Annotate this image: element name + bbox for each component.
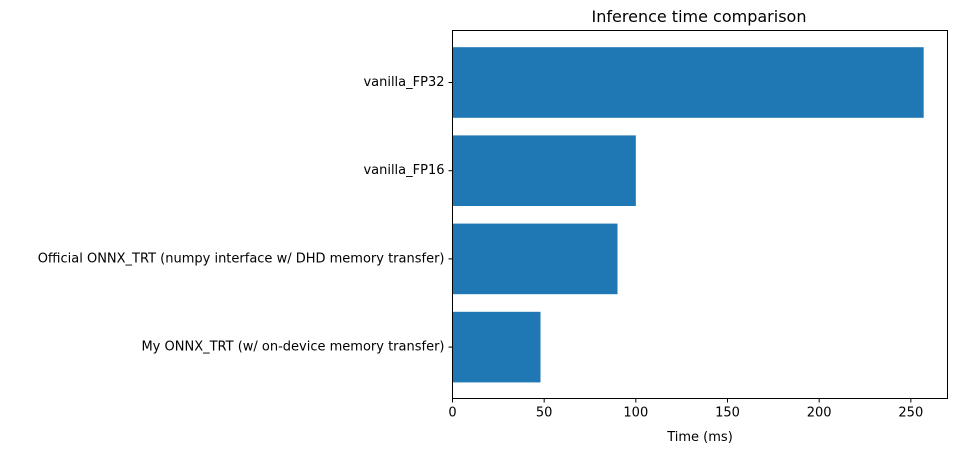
x-tick-label: 0 (448, 406, 456, 421)
plot-frame (452, 30, 948, 399)
bar-my-onnx-trt-w-on-device-memory-transfer (452, 311, 541, 383)
y-tick-label: vanilla_FP32 (363, 75, 444, 90)
chart-title: Inference time comparison (592, 7, 807, 26)
x-tick-label: 50 (536, 406, 553, 421)
bar-vanilla-fp16 (452, 135, 636, 206)
bar-official-onnx-trt-numpy-interface-w-dhd-memory-transfer (452, 223, 618, 295)
x-tick-label: 150 (715, 406, 740, 421)
x-tick-label: 250 (898, 406, 923, 421)
x-axis-ticks: 0 50 100 150 200 250 (448, 398, 923, 421)
x-axis-label: Time (ms) (666, 430, 733, 445)
x-tick-label: 100 (623, 406, 648, 421)
bar-vanilla-fp32 (452, 47, 924, 118)
y-tick-label: vanilla_FP16 (363, 163, 444, 178)
x-tick-label: 200 (807, 406, 832, 421)
y-tick-label: Official ONNX_TRT (numpy interface w/ DH… (38, 251, 445, 266)
y-tick-label: My ONNX_TRT (w/ on-device memory transfe… (141, 340, 444, 355)
bars-group (452, 47, 924, 383)
